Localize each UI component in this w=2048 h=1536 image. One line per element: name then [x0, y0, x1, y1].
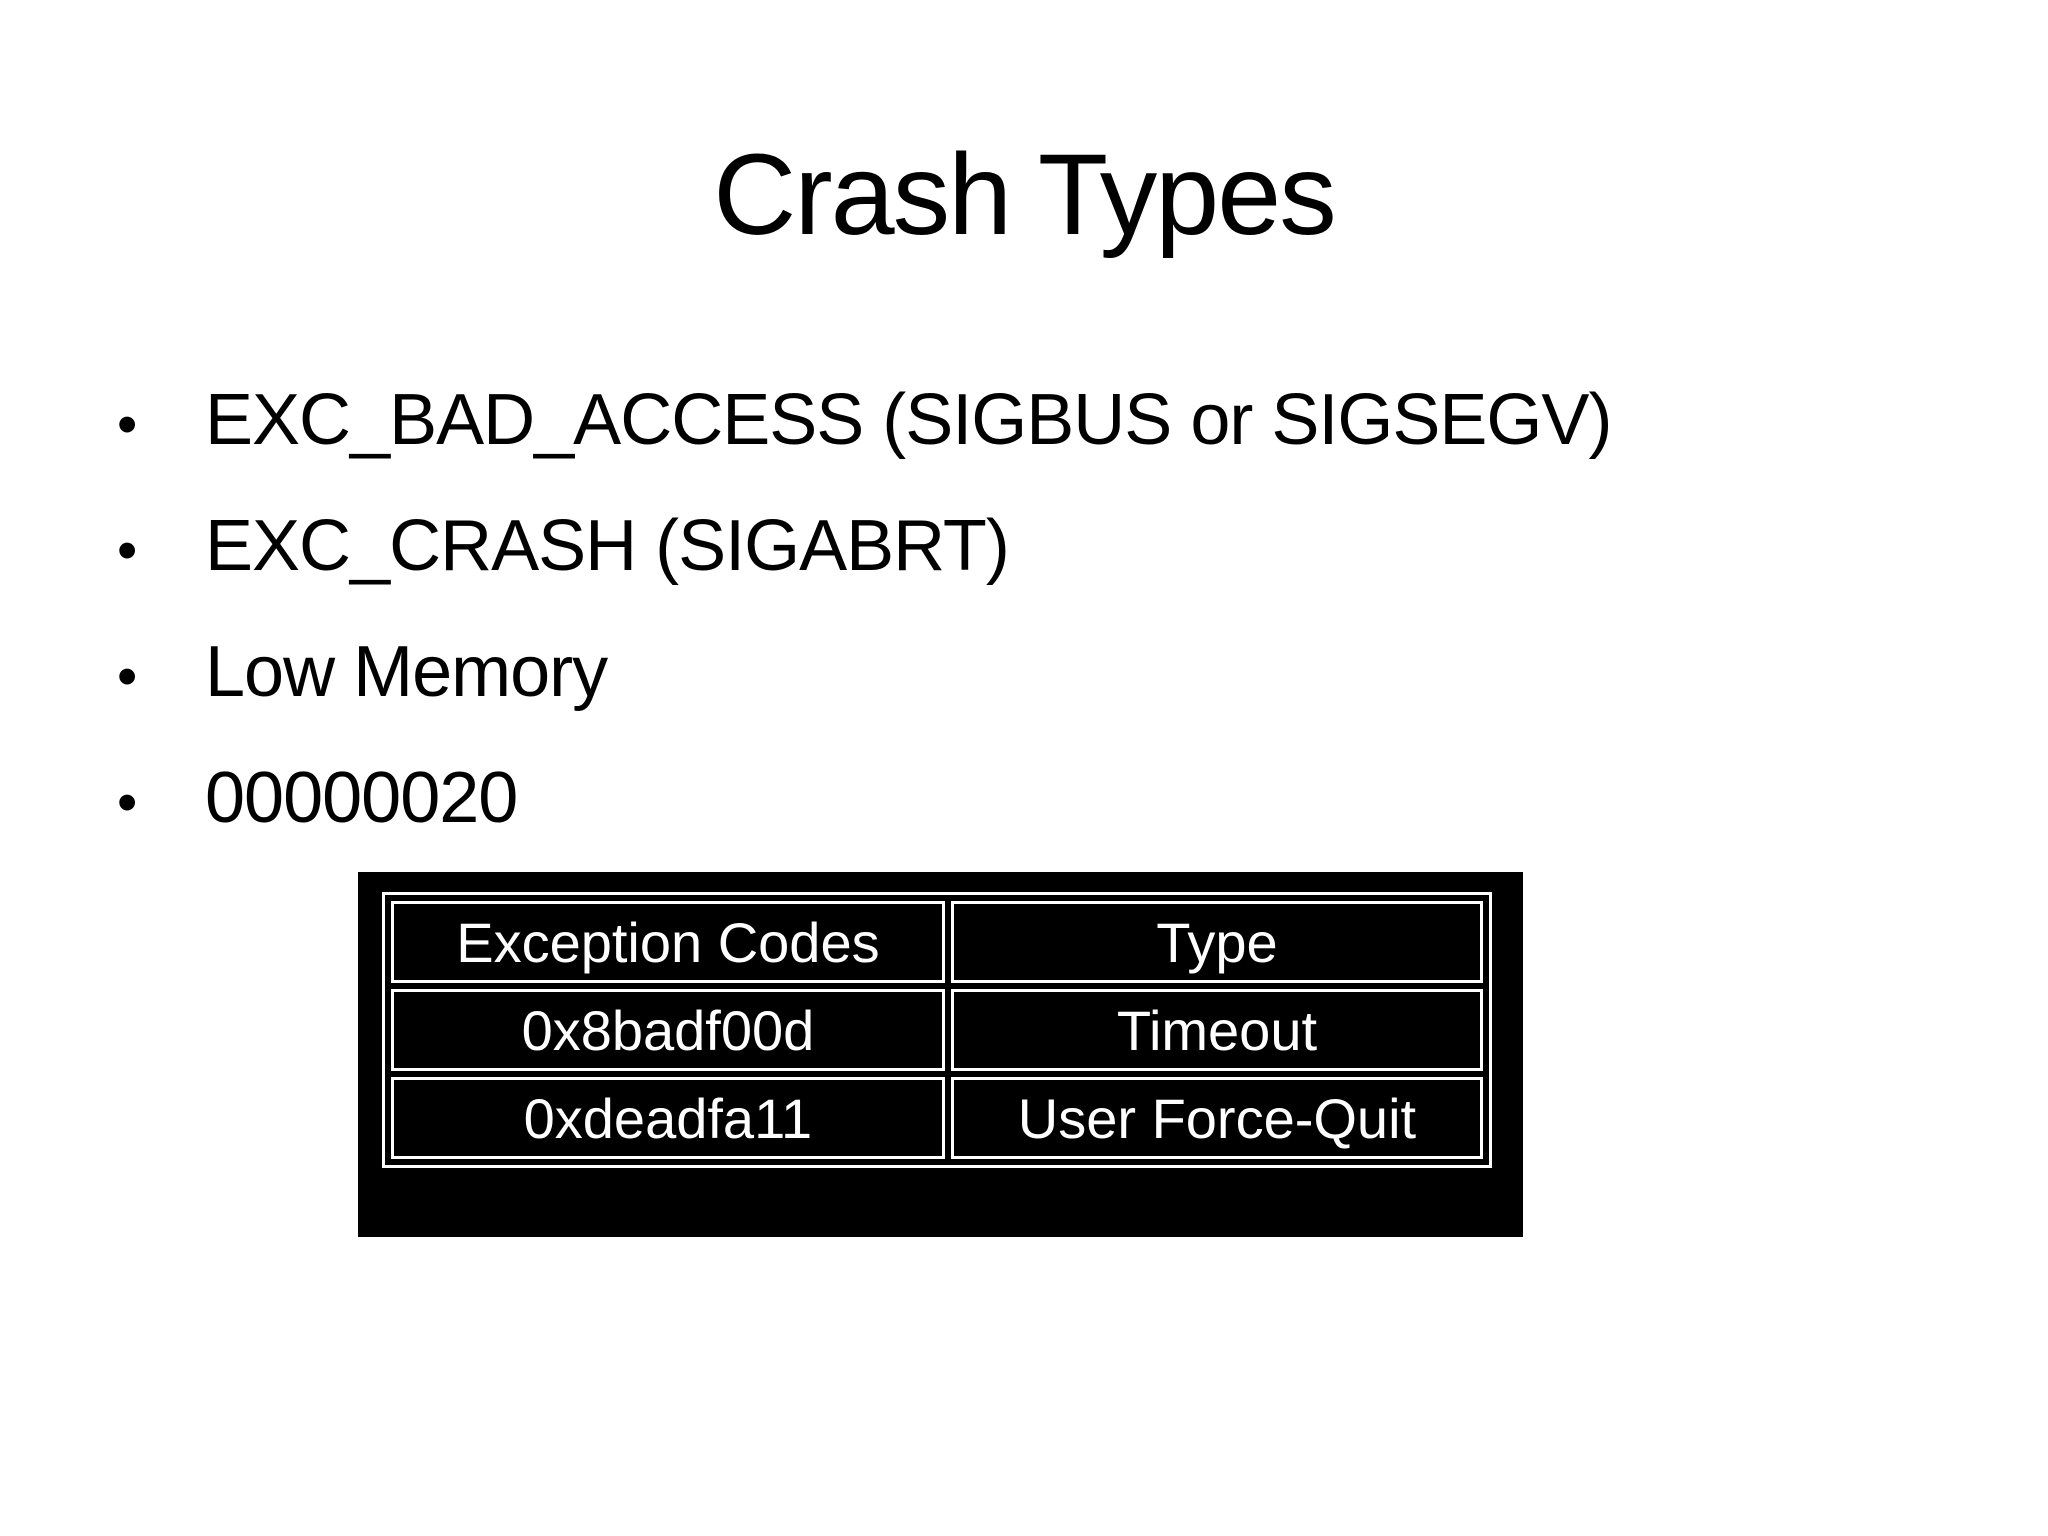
- bullet-marker: •: [117, 770, 138, 835]
- bullet-marker: •: [117, 392, 138, 457]
- bullet-list: • EXC_BAD_ACCESS (SIGBUS or SIGSEGV) • E…: [105, 384, 1965, 888]
- bullet-item: • 00000020: [105, 762, 1965, 839]
- table-header-cell-exception-codes: Exception Codes: [391, 901, 945, 983]
- table-header-row: Exception Codes Type: [391, 901, 1483, 983]
- bullet-text: EXC_BAD_ACCESS (SIGBUS or SIGSEGV): [205, 380, 1612, 460]
- bullet-text: EXC_CRASH (SIGABRT): [205, 506, 1010, 586]
- slide-title: Crash Types: [713, 131, 1336, 259]
- table-header-cell-type: Type: [950, 901, 1483, 983]
- bullet-text: Low Memory: [205, 632, 608, 712]
- bullet-marker: •: [117, 644, 138, 709]
- bullet-item: • EXC_CRASH (SIGABRT): [105, 510, 1965, 587]
- bullet-text: 00000020: [205, 758, 518, 838]
- bullet-marker: •: [117, 518, 138, 583]
- table-cell-code: 0xdeadfa11: [391, 1077, 945, 1159]
- table-cell-type: Timeout: [950, 989, 1483, 1071]
- exception-codes-panel: Exception Codes Type 0x8badf00d Timeout …: [358, 872, 1523, 1237]
- exception-codes-table: Exception Codes Type 0x8badf00d Timeout …: [382, 892, 1492, 1168]
- table-row: 0x8badf00d Timeout: [391, 989, 1483, 1071]
- bullet-item: • Low Memory: [105, 636, 1965, 713]
- table-cell-code: 0x8badf00d: [391, 989, 945, 1071]
- bullet-item: • EXC_BAD_ACCESS (SIGBUS or SIGSEGV): [105, 384, 1965, 461]
- table-row: 0xdeadfa11 User Force-Quit: [391, 1077, 1483, 1159]
- table-cell-type: User Force-Quit: [950, 1077, 1483, 1159]
